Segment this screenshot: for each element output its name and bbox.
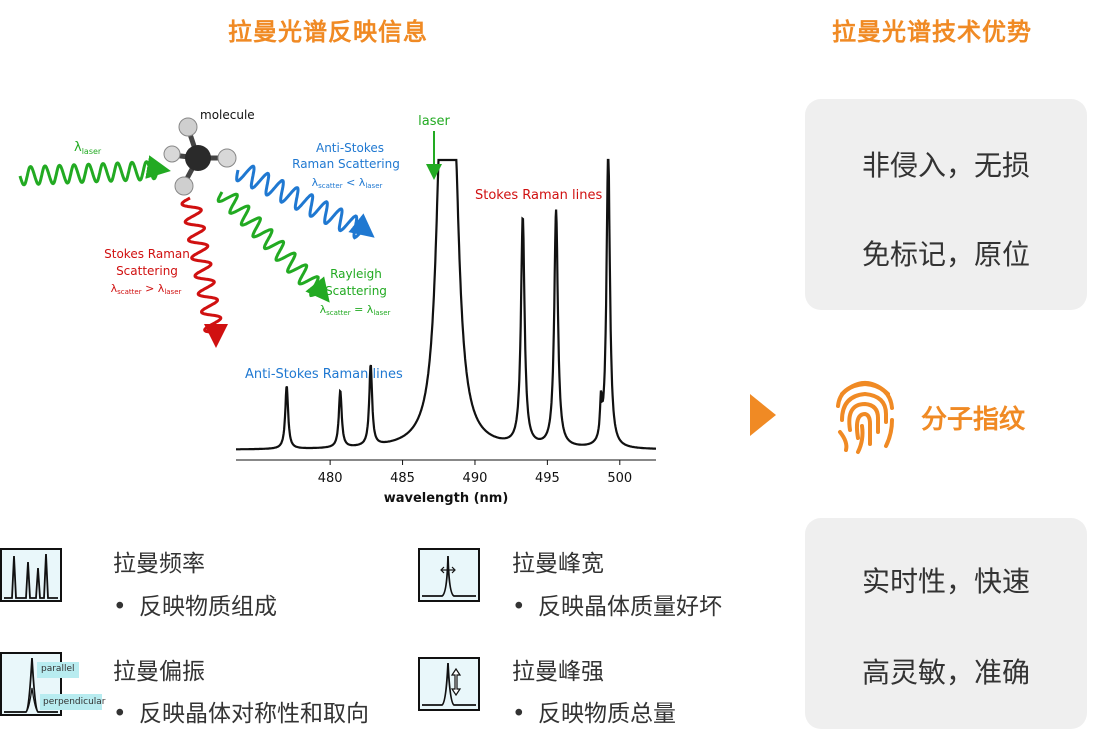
rayleigh-label-2: Scattering — [325, 284, 387, 298]
rayleigh-relation: λscatter = λlaser — [320, 303, 391, 317]
stokes-wave — [180, 196, 228, 348]
parallel-label: parallel — [41, 664, 75, 674]
play-arrow-icon — [750, 394, 776, 436]
raman-peak-intensity-icon — [418, 657, 480, 711]
raman-peak-width-icon — [418, 548, 480, 602]
advantage-label-free: 免标记，原位 — [861, 238, 1030, 271]
anti-stokes-lines-annotation: Anti-Stokes Raman lines — [245, 367, 403, 382]
stokes-relation: λscatter > λlaser — [111, 282, 182, 296]
property-desc-peak-width: •反映晶体质量好坏 — [512, 594, 722, 620]
property-name-polarization: 拉曼偏振 — [113, 659, 205, 685]
anti-stokes-relation: λscatter < λlaser — [312, 176, 383, 190]
fingerprint-label: 分子指纹 — [921, 405, 1026, 435]
bullet: • — [113, 594, 127, 620]
property-desc-polarization: •反映晶体对称性和取向 — [113, 701, 369, 727]
advantage-real-time: 实时性，快速 — [861, 565, 1030, 598]
anti-stokes-label-2: Raman Scattering — [292, 157, 400, 171]
molecule-label: molecule — [200, 108, 255, 122]
stokes-lines-annotation: Stokes Raman lines — [475, 188, 602, 203]
laser-annotation: laser — [418, 114, 450, 129]
laser-in-label: λlaser — [74, 140, 102, 156]
advantage-high-sensitivity: 高灵敏，准确 — [861, 656, 1030, 689]
x-tick-label: 485 — [390, 471, 415, 486]
rayleigh-wave — [216, 191, 330, 303]
bullet: • — [512, 701, 526, 727]
bullet: • — [113, 701, 127, 727]
bullet: • — [512, 594, 526, 620]
x-tick-label: 480 — [318, 471, 343, 486]
property-name-peak-width: 拉曼峰宽 — [512, 551, 604, 577]
right-section-title: 拉曼光谱技术优势 — [832, 18, 1032, 46]
property-name-peak-intensity: 拉曼峰强 — [512, 659, 604, 685]
x-tick-label: 500 — [607, 471, 632, 486]
molecule-model — [163, 117, 237, 196]
property-desc-frequency: •反映物质组成 — [113, 594, 277, 620]
spectrum-curve — [236, 158, 656, 451]
raman-polarization-icon — [0, 652, 102, 716]
advantages-panel-top: 非侵入，无损 免标记，原位 — [805, 99, 1087, 310]
x-tick-label: 495 — [535, 471, 560, 486]
property-desc-peak-intensity: •反映物质总量 — [512, 701, 676, 727]
fingerprint-icon — [836, 381, 894, 454]
x-axis-label: wavelength (nm) — [384, 491, 509, 506]
property-name-frequency: 拉曼频率 — [113, 551, 205, 577]
anti-stokes-label-1: Anti-Stokes — [316, 141, 384, 155]
advantages-panel-bottom: 实时性，快速 高灵敏，准确 — [805, 518, 1087, 729]
anti-stokes-wave — [235, 164, 375, 240]
raman-frequency-icon — [0, 548, 62, 602]
raman-diagram: molecule λlaser Anti-Stokes Raman Scatte… — [18, 108, 656, 506]
stokes-label-2: Scattering — [116, 264, 178, 278]
x-tick-label: 490 — [463, 471, 488, 486]
stokes-label-1: Stokes Raman — [104, 247, 190, 261]
rayleigh-label-1: Rayleigh — [330, 267, 382, 281]
left-section-title: 拉曼光谱反映信息 — [228, 18, 428, 46]
incident-laser-wave — [18, 155, 171, 187]
advantage-non-invasive: 非侵入，无损 — [861, 149, 1030, 182]
raman-spectrum-chart: 480 485 490 495 500 wavelength (nm) laser St… — [236, 114, 656, 506]
perpendicular-label: perpendicular — [43, 697, 106, 707]
